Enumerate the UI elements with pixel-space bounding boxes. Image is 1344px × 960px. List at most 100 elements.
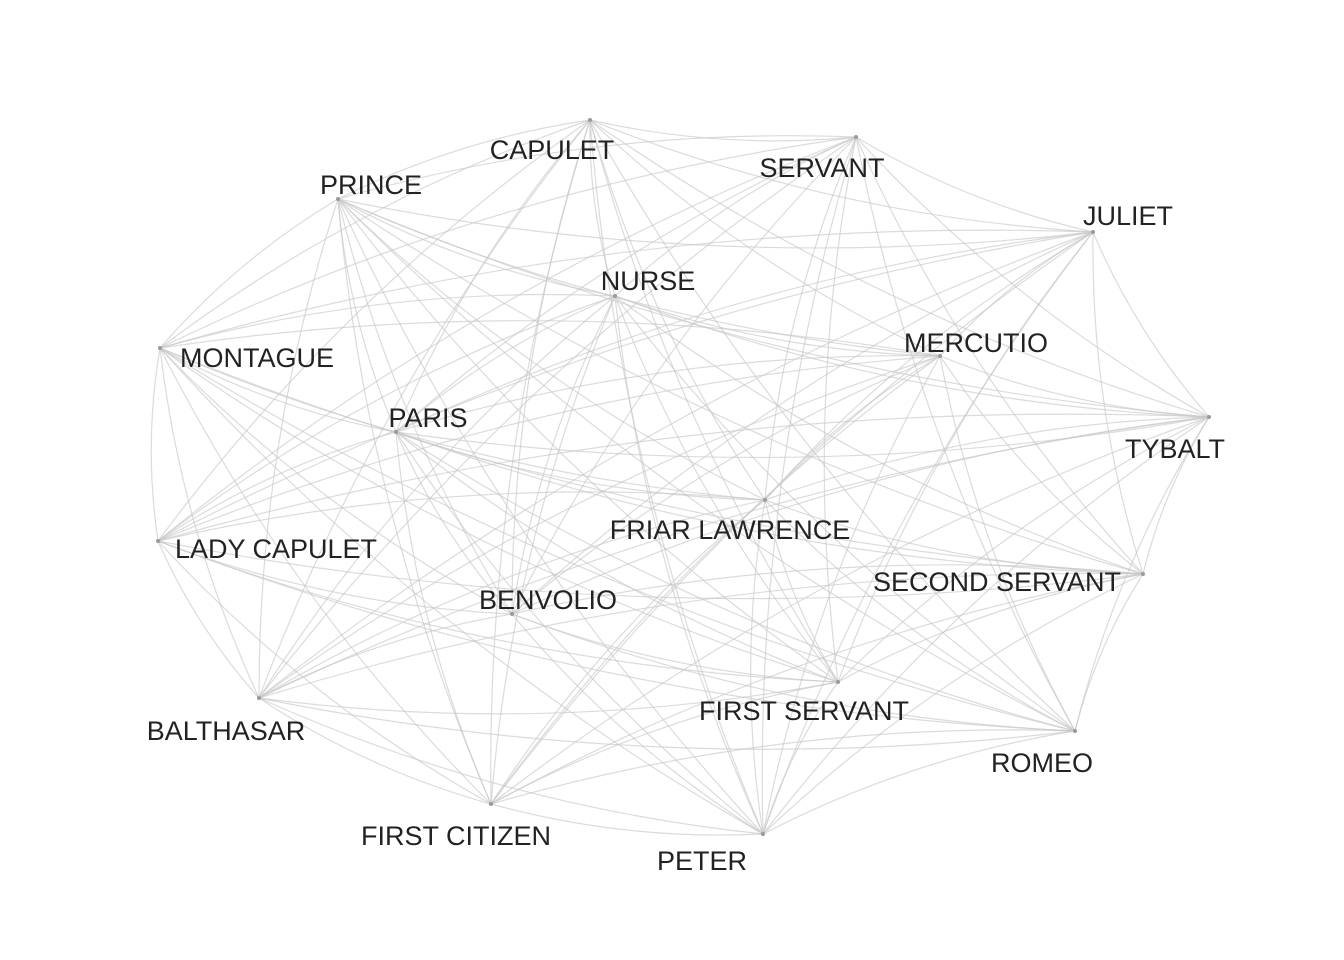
edge-prince-peter	[337, 198, 764, 835]
edge-mercutio-first-citizen	[490, 355, 941, 805]
node-first-citizen	[489, 802, 493, 806]
edge-juliet-tybalt	[1092, 231, 1210, 418]
edge-capulet-juliet	[589, 119, 1094, 233]
edge-servant-montague	[159, 136, 857, 349]
edge-juliet-lady-capulet	[157, 231, 1094, 542]
node-label-prince: PRINCE	[320, 170, 422, 200]
node-nurse	[613, 294, 617, 298]
edge-first-servant-first-citizen	[490, 681, 839, 805]
node-label-tybalt: TYBALT	[1125, 434, 1225, 464]
edge-nurse-peter	[614, 295, 764, 835]
edge-montague-second-servant	[159, 347, 1144, 575]
edge-capulet-first-citizen	[490, 119, 591, 805]
node-capulet	[588, 118, 592, 122]
edge-tybalt-friar-lawrence	[764, 416, 1210, 501]
edge-friar-lawrence-second-servant	[764, 499, 1144, 575]
edge-capulet-friar-lawrence	[589, 119, 766, 501]
edge-balthasar-peter	[258, 697, 764, 835]
edge-lady-capulet-first-citizen	[157, 540, 492, 805]
edge-capulet-montague	[159, 119, 591, 349]
edge-capulet-servant	[589, 119, 857, 142]
edge-capulet-tybalt	[589, 119, 1210, 418]
node-tybalt	[1207, 415, 1211, 419]
edge-friar-lawrence-balthasar	[258, 499, 766, 699]
node-label-second-servant: SECOND SERVANT	[873, 567, 1121, 597]
edge-juliet-second-servant	[1092, 231, 1144, 575]
node-label-lady-capulet: LADY CAPULET	[175, 534, 377, 564]
edge-first-citizen-peter	[490, 803, 764, 836]
edge-romeo-peter	[762, 730, 1076, 835]
edge-montague-lady-capulet	[150, 347, 161, 542]
edge-servant-second-servant	[855, 136, 1144, 575]
edge-juliet-first-servant	[837, 231, 1094, 683]
edge-mercutio-second-servant	[939, 355, 1144, 575]
edge-nurse-montague	[159, 293, 616, 349]
edge-mercutio-lady-capulet	[157, 355, 941, 542]
edge-prince-benvolio	[337, 198, 513, 615]
edge-benvolio-romeo	[511, 613, 1076, 732]
edge-mercutio-paris	[395, 355, 941, 433]
edge-paris-peter	[395, 431, 764, 835]
edge-servant-friar-lawrence	[764, 136, 857, 501]
edge-nurse-mercutio	[614, 295, 941, 357]
edge-nurse-first-servant	[614, 295, 839, 683]
edge-capulet-paris	[395, 119, 591, 433]
edge-prince-montague	[159, 198, 339, 349]
node-montague	[158, 346, 162, 350]
edge-nurse-first-citizen	[490, 295, 616, 805]
edge-capulet-lady-capulet	[157, 119, 591, 542]
edge-mercutio-balthasar	[258, 355, 941, 699]
node-servant	[854, 135, 858, 139]
edge-tybalt-benvolio	[511, 416, 1210, 615]
node-mercutio	[938, 354, 942, 358]
edge-lady-capulet-balthasar	[157, 540, 260, 699]
edge-friar-lawrence-first-servant	[764, 499, 839, 683]
node-label-first-servant: FIRST SERVANT	[699, 696, 909, 726]
edge-servant-balthasar	[258, 136, 857, 699]
edges-layer	[150, 119, 1210, 836]
edge-montague-paris	[159, 347, 397, 433]
edge-balthasar-romeo	[258, 697, 1076, 750]
edge-friar-lawrence-peter	[750, 499, 766, 835]
edge-prince-first-citizen	[337, 198, 492, 805]
edge-romeo-first-citizen	[490, 729, 1076, 805]
edge-paris-second-servant	[395, 431, 1144, 575]
node-juliet	[1091, 230, 1095, 234]
node-friar-lawrence	[763, 498, 767, 502]
node-first-servant	[836, 680, 840, 684]
edge-balthasar-first-servant	[258, 681, 839, 715]
edge-prince-friar-lawrence	[337, 198, 766, 501]
node-romeo	[1073, 729, 1077, 733]
node-label-montague: MONTAGUE	[180, 343, 334, 373]
edge-paris-tybalt	[395, 416, 1210, 459]
edge-servant-juliet	[855, 136, 1094, 233]
edge-capulet-nurse	[589, 119, 616, 297]
edge-second-servant-first-citizen	[490, 573, 1144, 805]
edge-lady-capulet-romeo	[157, 540, 1076, 732]
edge-montague-friar-lawrence	[159, 347, 766, 501]
edge-lady-capulet-second-servant	[157, 540, 1144, 600]
edge-friar-lawrence-first-citizen	[490, 499, 766, 805]
edge-tybalt-romeo	[1074, 416, 1210, 732]
edge-servant-benvolio	[511, 136, 857, 615]
edge-capulet-romeo	[589, 119, 1076, 732]
edge-juliet-paris	[395, 231, 1094, 433]
edge-balthasar-first-citizen	[258, 697, 492, 805]
edge-montague-romeo	[159, 347, 1076, 732]
edge-servant-lady-capulet	[157, 136, 857, 542]
edge-juliet-friar-lawrence	[764, 231, 1094, 501]
edge-prince-second-servant	[337, 198, 1144, 575]
node-peter	[761, 832, 765, 836]
node-label-servant: SERVANT	[759, 153, 884, 183]
edge-paris-first-servant	[395, 431, 839, 683]
edge-prince-tybalt	[337, 198, 1210, 418]
edge-benvolio-peter	[511, 613, 764, 835]
edge-friar-lawrence-romeo	[764, 499, 1076, 732]
edge-second-servant-balthasar	[258, 572, 1144, 699]
edge-mercutio-romeo	[939, 355, 1076, 732]
edge-nurse-paris	[395, 295, 616, 433]
node-label-peter: PETER	[657, 846, 747, 876]
edge-capulet-mercutio	[589, 119, 941, 357]
edge-juliet-montague	[159, 229, 1094, 349]
